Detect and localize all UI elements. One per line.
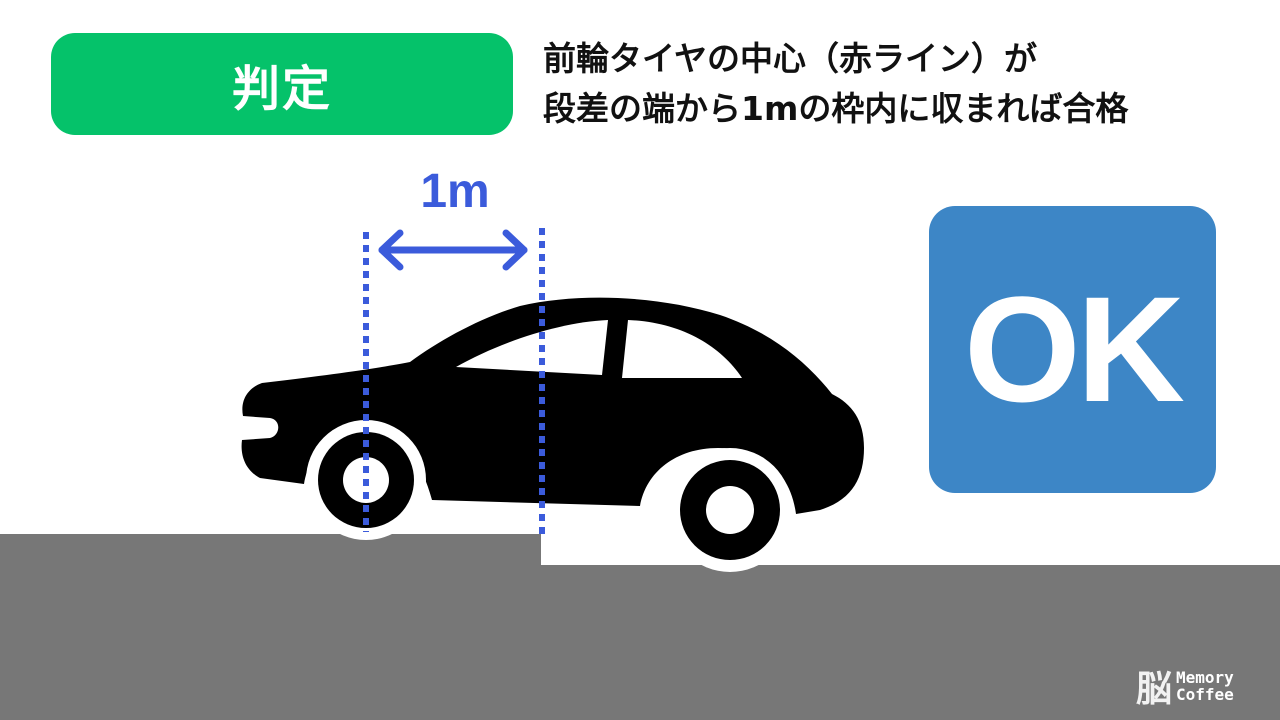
distance-label: 1m [420,165,490,218]
description-line-1: 前輪タイヤの中心（赤ライン）が [543,39,1038,78]
double-arrow-icon [378,229,528,271]
ok-result-box: OK [929,206,1216,493]
judgment-label: 判定 [231,61,332,117]
logo-line-2: Coffee [1176,685,1234,704]
judgment-badge: 判定 [51,33,513,135]
description-line-2: 段差の端から1mの枠内に収まれば合格 [543,89,1129,128]
memory-coffee-logo: 脳 Memory Coffee [1136,664,1234,710]
car-icon [241,297,864,572]
ground [0,534,1280,720]
logo-line-1: Memory [1176,668,1234,687]
logo-text: Memory Coffee [1176,669,1234,703]
judgment-description: 前輪タイヤの中心（赤ライン）が 段差の端から1mの枠内に収まれば合格 [543,34,1273,134]
ok-label: OK [964,265,1185,433]
logo-glyph: 脳 [1136,669,1173,710]
